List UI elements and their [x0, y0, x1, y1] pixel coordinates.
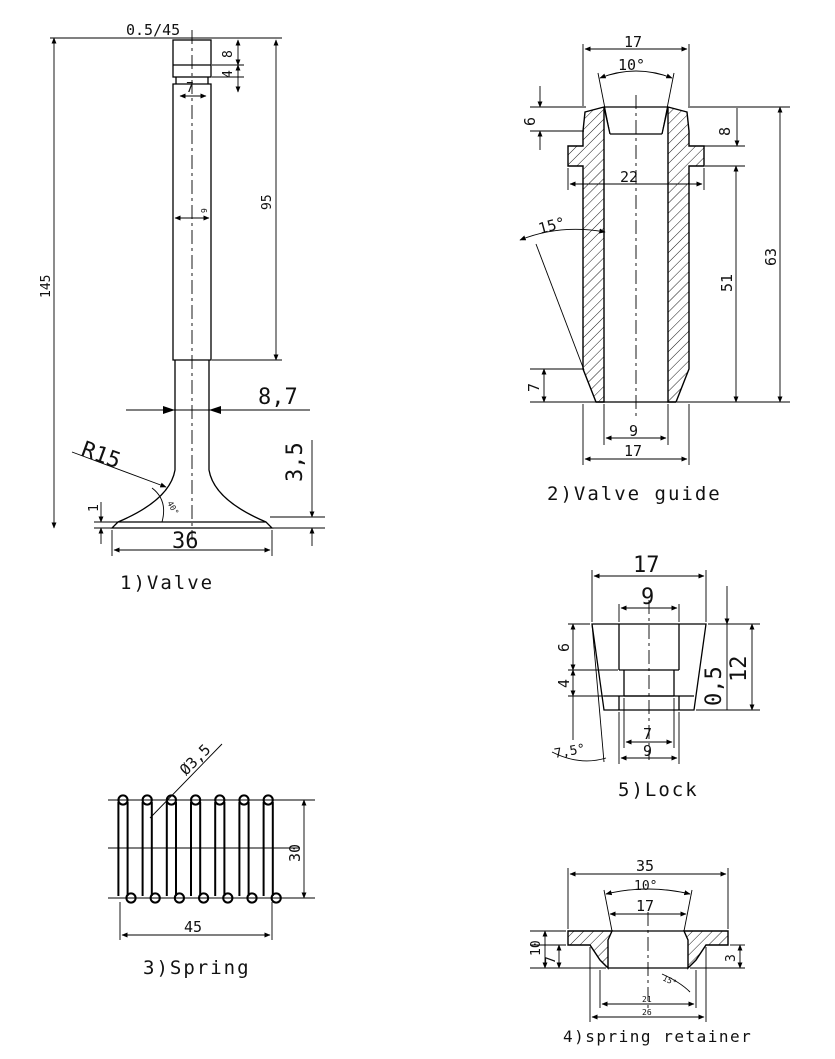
guide-dim-17-bottom: 17	[624, 442, 642, 460]
retainer-dim-3: 3	[724, 954, 739, 962]
valve-drawing: 0.5/45 8 4 7 9 95 145 8,7 R15 40°	[39, 21, 325, 594]
valve-caption: 1)Valve	[120, 572, 214, 594]
spring-coil-top	[141, 794, 153, 806]
lock-dim-17: 17	[633, 553, 660, 578]
valve-dim-1: 1	[87, 504, 102, 512]
valve-guide-caption: 2)Valve guide	[547, 483, 722, 505]
valve-dim-3-5: 3,5	[283, 442, 308, 482]
guide-dim-7: 7	[525, 383, 543, 392]
spring-coil-top	[214, 794, 226, 806]
guide-dim-22: 22	[620, 168, 638, 186]
lock-dim-9-top: 9	[641, 585, 654, 610]
spring-coil-bottom	[246, 892, 258, 904]
guide-dim-17-top: 17	[624, 33, 642, 51]
valve-chamfer-label: 0.5/45	[126, 21, 180, 39]
retainer-left-section	[567, 930, 614, 970]
guide-angle-top: 10°	[618, 56, 645, 74]
retainer-right-section	[682, 930, 729, 970]
lock-drawing: 17 9 6 4 0,5 12 7,5° 7	[551, 553, 760, 801]
lock-dim-4: 4	[555, 679, 573, 688]
valve-dim-9: 9	[200, 208, 209, 213]
spring-caption: 3)Spring	[143, 957, 251, 979]
guide-dim-9: 9	[629, 422, 638, 440]
retainer-dim-10: 10	[529, 940, 544, 956]
valve-stem	[172, 83, 212, 361]
spring-wire-dia: Ø3,5	[176, 741, 214, 779]
spring-coil-bottom	[198, 892, 210, 904]
retainer-dim-17: 17	[636, 897, 654, 915]
valve-dim-145: 145	[39, 275, 54, 298]
retainer-dim-21: 21	[642, 995, 652, 1004]
valve-dim-7: 7	[186, 81, 194, 96]
valve-guide-left-wall	[567, 106, 605, 403]
spring-coil-bottom	[173, 892, 185, 904]
spring-dim-45: 45	[184, 918, 202, 936]
spring-coil-top	[190, 794, 202, 806]
valve-angle-label: 40°	[165, 500, 180, 517]
spring-retainer-drawing: 35 10° 17 10 7 3 15° 21 26	[529, 857, 752, 1046]
retainer-dim-26: 26	[642, 1008, 652, 1017]
spring-retainer-caption: 4)spring retainer	[563, 1027, 752, 1046]
valve-neck-right	[208, 360, 267, 523]
valve-guide-right-wall	[667, 106, 705, 403]
retainer-angle: 10°	[634, 879, 657, 894]
spring-coil-top	[262, 794, 274, 806]
lock-angle: 7,5°	[553, 742, 586, 762]
lock-dim-7: 7	[643, 725, 652, 743]
valve-dim-95: 95	[260, 194, 275, 210]
spring-dim-30: 30	[286, 844, 304, 862]
retainer-dim-35: 35	[636, 857, 654, 875]
guide-dim-63: 63	[762, 248, 780, 266]
guide-dim-8: 8	[716, 127, 734, 136]
lock-dim-6: 6	[555, 643, 573, 652]
guide-dim-51: 51	[718, 274, 736, 292]
lock-dim-0-5: 0,5	[702, 666, 727, 706]
spring-coils	[117, 794, 282, 904]
lock-body	[591, 623, 707, 711]
lock-caption: 5)Lock	[618, 779, 699, 801]
valve-dim-8-7: 8,7	[258, 385, 298, 410]
lock-dim-9-bottom: 9	[643, 742, 652, 760]
spring-coil-bottom	[149, 892, 161, 904]
spring-coil-bottom	[222, 892, 234, 904]
valve-guide-drawing: 17 10° 6 8 22 15° 51 63	[519, 33, 790, 505]
spring-coil-top	[117, 794, 129, 806]
spring-coil-bottom	[270, 892, 282, 904]
spring-coil-bottom	[125, 892, 137, 904]
spring-drawing: Ø3,5 30 45 3)Spring	[108, 741, 315, 979]
guide-angle-side: 15°	[536, 213, 567, 237]
spring-coil-top	[238, 794, 250, 806]
retainer-dim-7: 7	[544, 956, 559, 964]
lock-dim-12: 12	[727, 656, 752, 683]
retainer-angle-small: 15°	[661, 974, 678, 988]
valve-dim-4: 4	[221, 70, 236, 78]
valve-fillet-label: R15	[78, 437, 124, 474]
valve-neck-left	[117, 360, 176, 523]
valve-dim-8: 8	[221, 50, 236, 58]
guide-dim-6: 6	[521, 117, 539, 126]
valve-dim-36: 36	[172, 529, 199, 554]
